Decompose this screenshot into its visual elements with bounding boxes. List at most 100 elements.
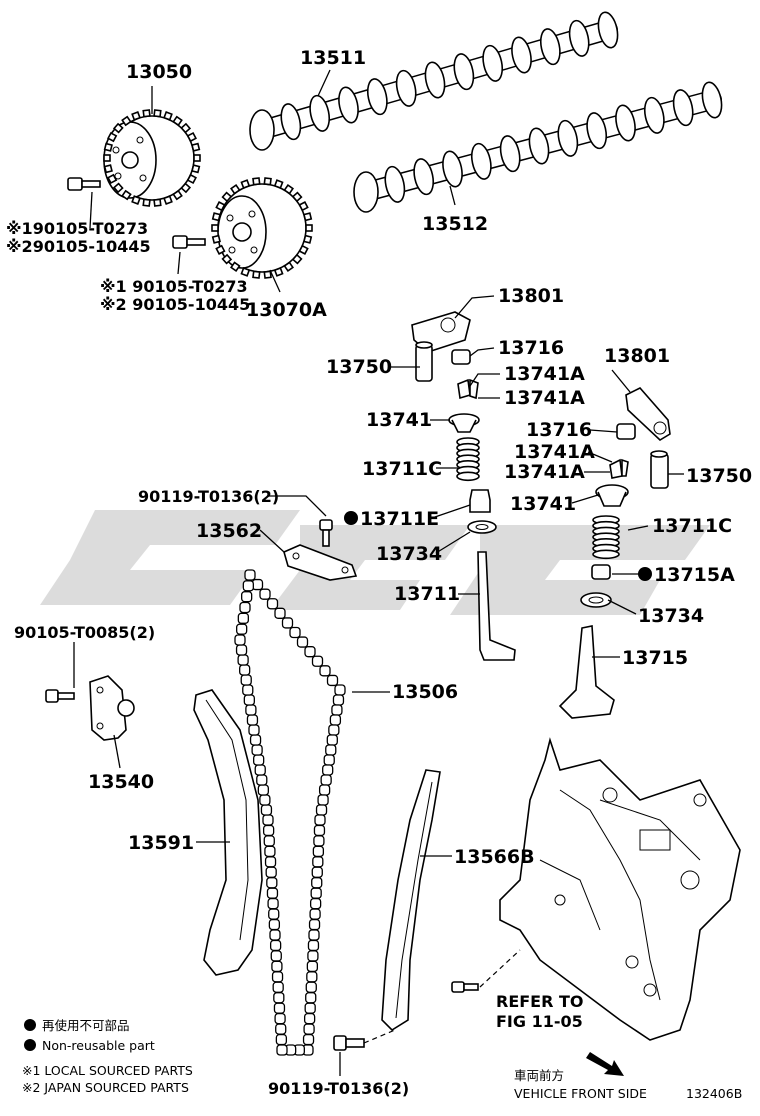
chain-link bbox=[309, 908, 321, 920]
chain-tensioner-13540 bbox=[89, 675, 135, 741]
label-refer-line1: REFER TO bbox=[496, 992, 584, 1011]
cam-end bbox=[249, 109, 275, 151]
chain-link bbox=[235, 644, 248, 656]
sprocket-tooth bbox=[283, 261, 294, 272]
camshaft-13512 bbox=[353, 81, 723, 213]
valve-spring-seat-13734-left bbox=[467, 520, 497, 534]
valve-spring-13711c-right bbox=[592, 515, 620, 560]
cam-lobe bbox=[453, 53, 475, 91]
chain-link bbox=[275, 1033, 288, 1046]
label-13801-a: 13801 bbox=[498, 285, 564, 307]
chain-link bbox=[259, 794, 271, 806]
chain-link bbox=[318, 784, 331, 796]
sprocket-tooth bbox=[240, 267, 251, 277]
sprocket-tooth bbox=[103, 142, 113, 152]
bolt-90105-lower bbox=[172, 235, 206, 249]
chain-link bbox=[260, 804, 273, 816]
chain-guide-bracket-13562 bbox=[283, 544, 358, 581]
sprocket-tooth bbox=[240, 179, 251, 189]
label-90119-bottom: 90119-T0136(2) bbox=[268, 1079, 409, 1098]
bolt-dashed-line bbox=[363, 1029, 396, 1044]
chain-link bbox=[311, 877, 323, 889]
cam-lobe bbox=[701, 81, 723, 119]
sprocket-tooth bbox=[221, 191, 233, 203]
cam-lobe bbox=[442, 150, 463, 188]
chain-link bbox=[326, 734, 338, 746]
cam-lobe bbox=[597, 11, 619, 49]
bolt-90105-t0085 bbox=[45, 689, 75, 703]
sprocket-tooth bbox=[153, 109, 162, 118]
sprocket-tooth bbox=[211, 224, 219, 232]
sprocket-tooth bbox=[230, 184, 241, 195]
watermark-logo bbox=[40, 510, 710, 615]
cam-lobe bbox=[586, 112, 608, 150]
label-13734-a: 13734 bbox=[376, 543, 442, 565]
chain-link bbox=[254, 764, 266, 776]
sprocket-tooth bbox=[211, 234, 221, 244]
cam-lobe bbox=[424, 61, 446, 99]
chain-link bbox=[322, 764, 334, 776]
sprocket-tooth bbox=[303, 212, 313, 222]
timing-chain-13506 bbox=[234, 569, 346, 1056]
sprocket-tooth bbox=[103, 164, 113, 174]
chain-link bbox=[246, 714, 259, 726]
label-13741-a: 13741 bbox=[366, 409, 432, 431]
chain-link bbox=[310, 887, 322, 899]
chain-link bbox=[266, 598, 279, 610]
label-13741a-4: 13741A bbox=[504, 461, 585, 483]
label-13711: 13711 bbox=[394, 583, 460, 605]
lash-cap-13716-right bbox=[616, 423, 636, 440]
sprocket-tooth bbox=[107, 131, 118, 143]
valve-spring-seat-13734-right bbox=[580, 592, 612, 608]
chain-link bbox=[302, 1033, 315, 1046]
label-13566b: 13566B bbox=[454, 846, 535, 868]
bolt-90119-bottom bbox=[333, 1035, 365, 1051]
chain-link bbox=[274, 1012, 286, 1025]
chain-link bbox=[266, 877, 278, 889]
camshaft-timing-gear-13050 bbox=[103, 109, 201, 207]
chain-link bbox=[328, 724, 340, 736]
front-en: VEHICLE FRONT SIDE bbox=[514, 1086, 647, 1101]
sprocket-tooth bbox=[107, 173, 118, 185]
chain-link bbox=[251, 578, 264, 591]
sprocket-tooth bbox=[215, 201, 226, 212]
chain-link bbox=[262, 814, 274, 826]
chain-link bbox=[244, 569, 256, 581]
keeper-13741a-left bbox=[457, 378, 479, 400]
chain-link bbox=[303, 1012, 316, 1025]
chain-link bbox=[242, 580, 254, 592]
sprocket-tooth bbox=[186, 131, 197, 143]
chain-link bbox=[275, 1023, 287, 1035]
tensioner-arm-13591 bbox=[193, 689, 263, 976]
cam-lobe bbox=[615, 104, 636, 142]
leader-lines bbox=[73, 69, 684, 1076]
chain-link bbox=[311, 655, 324, 667]
chain-link bbox=[242, 684, 254, 696]
cam-lobe bbox=[568, 19, 590, 57]
sprocket-tooth bbox=[263, 270, 272, 279]
chain-link bbox=[266, 887, 279, 899]
chain-link bbox=[311, 866, 323, 878]
chain-link bbox=[305, 981, 317, 993]
part-labels: 13050 13511 13512 ※190105-T0273 ※290105-… bbox=[6, 47, 752, 1098]
chain-link bbox=[264, 845, 276, 858]
sprocket-tooth bbox=[252, 177, 261, 186]
chain-link bbox=[313, 835, 325, 847]
legend-dot-1 bbox=[24, 1019, 36, 1031]
label-13050: 13050 bbox=[126, 61, 192, 83]
label-13506: 13506 bbox=[392, 681, 458, 703]
chain-link bbox=[263, 835, 275, 847]
legend-dot-2 bbox=[24, 1039, 36, 1051]
bolt-90105-upper bbox=[67, 177, 101, 191]
chain-link bbox=[249, 734, 262, 746]
label-13540: 13540 bbox=[88, 771, 154, 793]
camshaft-13511 bbox=[249, 11, 619, 151]
label-13711e: 13711E bbox=[360, 508, 439, 530]
chain-link bbox=[307, 939, 320, 952]
chain-link bbox=[308, 929, 320, 941]
chain-link bbox=[237, 612, 249, 624]
legend-japan: ※2 JAPAN SOURCED PARTS bbox=[22, 1080, 189, 1095]
chain-link bbox=[234, 634, 246, 646]
cam-lobe bbox=[366, 78, 388, 116]
